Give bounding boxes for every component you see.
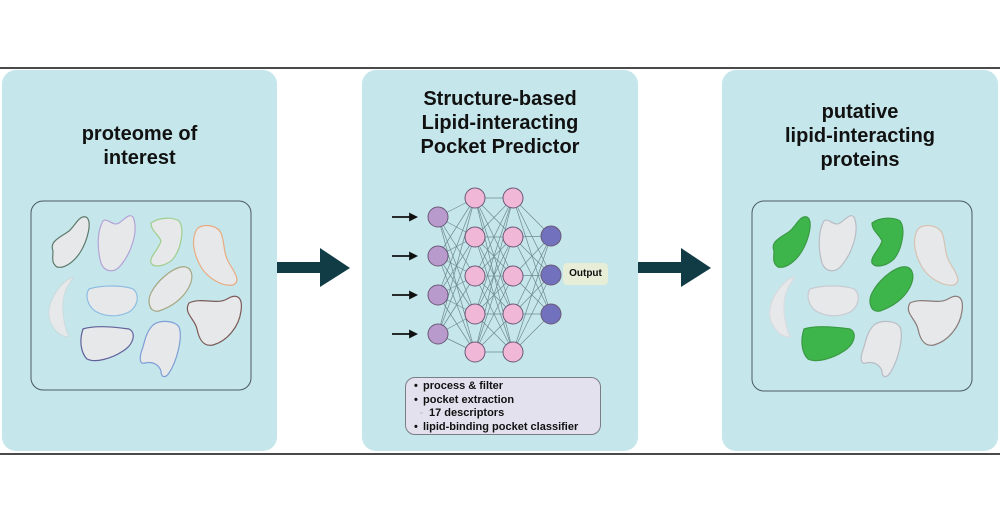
output-node — [540, 303, 562, 325]
network-edge — [474, 275, 514, 353]
input-arrow-icon — [392, 212, 419, 222]
network-edge — [437, 236, 476, 335]
hidden-node — [502, 226, 524, 248]
hidden-node — [464, 226, 486, 248]
protein-a-shape — [51, 216, 90, 268]
input-arrow-icon — [392, 251, 419, 261]
title-line: interest — [103, 147, 176, 169]
flow-arrow-1 — [277, 248, 350, 287]
network-edge — [512, 274, 552, 353]
network-edge — [474, 197, 514, 315]
title-line: proteins — [820, 149, 900, 171]
step-item: •process & filter — [414, 380, 504, 392]
network-edge — [437, 197, 476, 296]
network-edge — [512, 235, 552, 353]
hidden-node — [464, 265, 486, 287]
network-edge — [474, 236, 514, 353]
protein-h-shape — [186, 295, 242, 346]
hidden-node — [464, 303, 486, 325]
input-node — [427, 284, 449, 306]
top-rule — [0, 67, 1000, 69]
hidden-node — [502, 303, 524, 325]
step-subitem: ▫17 descriptors — [420, 407, 505, 419]
network-edge — [474, 197, 514, 353]
title-line: putative — [821, 101, 899, 123]
protein-b-shape — [97, 215, 136, 272]
protein-c-shape — [871, 217, 904, 267]
output-node — [540, 225, 562, 247]
hidden-node — [502, 265, 524, 287]
input-arrow-icon — [392, 290, 419, 300]
protein-h-shape — [907, 295, 963, 346]
arrow-right-icon — [277, 248, 350, 287]
panel-title-proteome: proteome of interest — [2, 122, 277, 170]
hidden-node — [464, 341, 486, 363]
output-node — [540, 264, 562, 286]
panel-putative: putative lipid-interacting proteins — [722, 70, 998, 451]
protein-i-shape — [801, 326, 855, 362]
neural-network — [392, 187, 562, 363]
network-edge — [474, 197, 514, 277]
panel-proteome: proteome of interest — [2, 70, 277, 451]
protein-a-shape — [772, 216, 811, 268]
panel-title-predictor: Structure-based Lipid-interacting Pocket… — [362, 87, 638, 159]
bottom-rule — [0, 453, 1000, 455]
title-line: lipid-interacting — [785, 125, 935, 147]
hidden-node — [502, 341, 524, 363]
proteome-box — [30, 200, 252, 391]
protein-e-shape — [769, 276, 795, 338]
network-edge — [437, 197, 476, 257]
protein-d-shape — [192, 224, 238, 286]
protein-set-input — [48, 215, 242, 378]
pipeline-steps: •process & filter •pocket extraction ▫17… — [405, 377, 601, 435]
title-line: Structure-based — [423, 88, 577, 110]
protein-f-shape — [86, 285, 138, 317]
protein-g-shape — [869, 266, 914, 312]
protein-set-output — [769, 215, 963, 378]
protein-j-shape — [139, 320, 181, 378]
title-line: proteome of — [81, 123, 198, 145]
step-item: •pocket extraction — [414, 393, 515, 406]
title-line: Lipid-interacting — [421, 112, 579, 134]
protein-b-shape — [818, 215, 857, 272]
protein-i-shape — [80, 326, 134, 362]
input-arrow-icon — [392, 329, 419, 339]
network-edge — [437, 275, 476, 335]
protein-j-shape — [860, 320, 902, 378]
network-edge — [512, 235, 552, 315]
protein-f-shape — [807, 285, 859, 317]
protein-c-shape — [150, 217, 183, 267]
network-edge — [437, 294, 476, 353]
protein-e-shape — [48, 276, 74, 338]
flow-arrow-2 — [638, 248, 711, 287]
input-node — [427, 206, 449, 228]
protein-d-shape — [913, 224, 959, 286]
step-item: •lipid-binding pocket classifier — [414, 420, 579, 433]
input-node — [427, 323, 449, 345]
title-line: Pocket Predictor — [420, 136, 580, 158]
network-edge — [437, 197, 476, 335]
hidden-node — [502, 187, 524, 209]
protein-g-shape — [148, 266, 193, 312]
output-label: Output — [563, 263, 608, 285]
network-edge — [437, 255, 476, 353]
panel-title-putative: putative lipid-interacting proteins — [722, 100, 998, 172]
input-node — [427, 245, 449, 267]
putative-box — [751, 200, 973, 392]
hidden-node — [464, 187, 486, 209]
arrow-right-icon — [638, 248, 711, 287]
